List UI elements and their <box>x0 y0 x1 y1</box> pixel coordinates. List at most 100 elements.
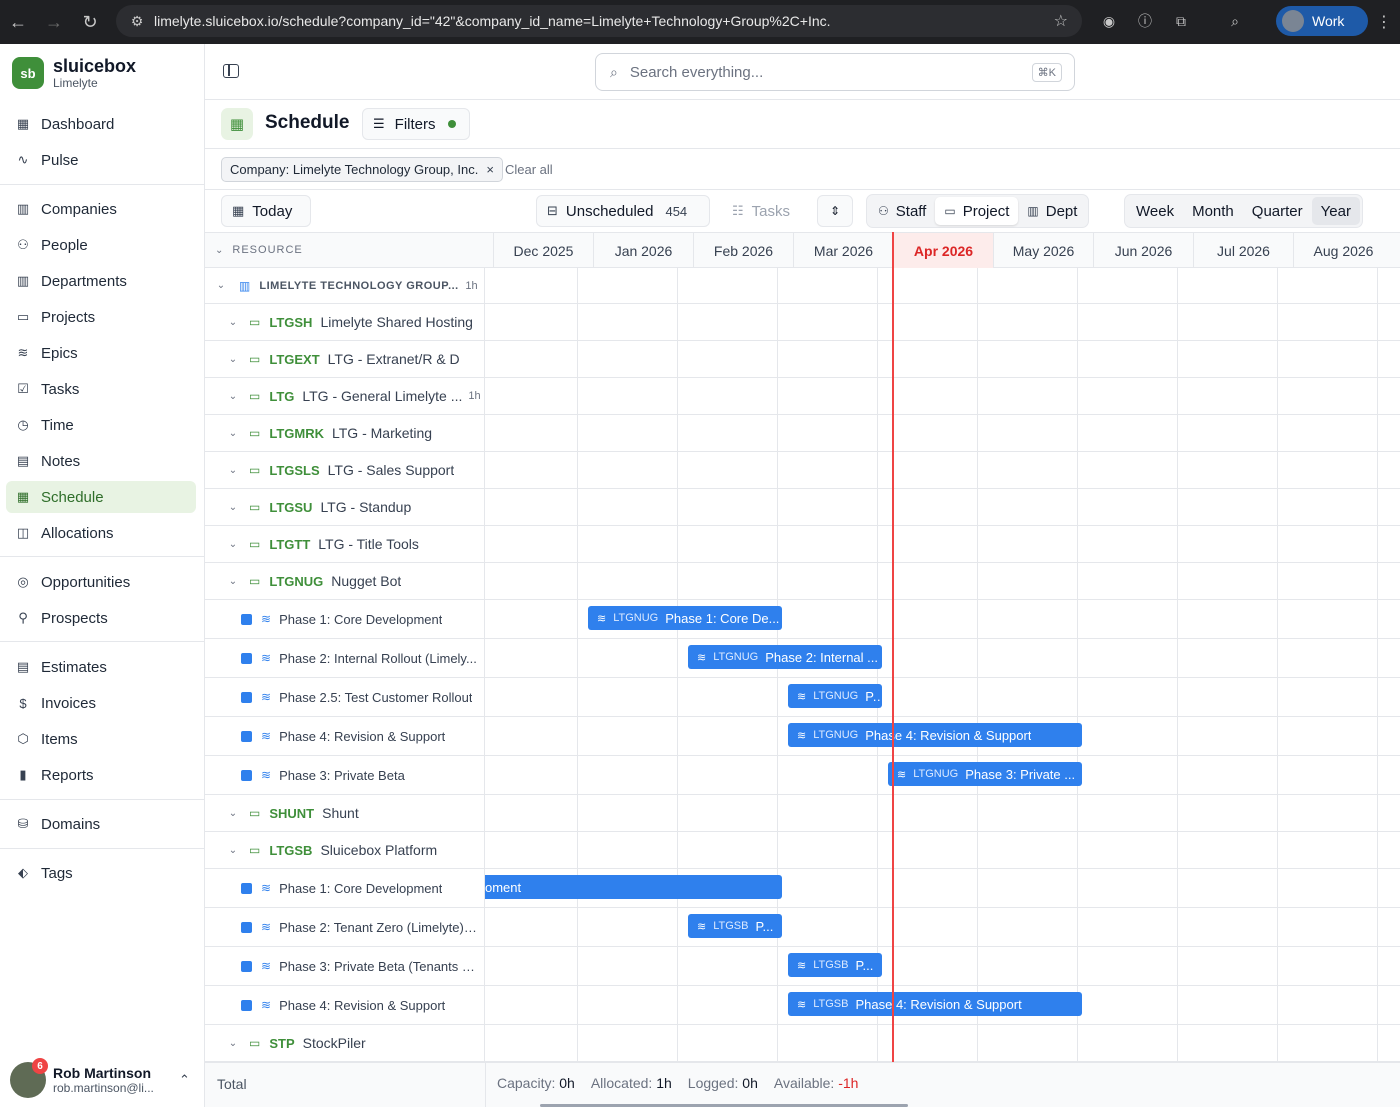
chevron-down-icon[interactable]: ⌄ <box>228 353 238 365</box>
chevron-down-icon[interactable]: ⌄ <box>228 1037 238 1049</box>
horizontal-scrollbar[interactable] <box>540 1104 908 1107</box>
remove-filter-icon[interactable]: × <box>486 162 494 177</box>
divider <box>0 799 204 800</box>
epic-row[interactable]: ≋Phase 2.5: Test Customer Rollout <box>205 678 1400 717</box>
sidebar-item-prospects[interactable]: ⚲Prospects <box>6 602 196 634</box>
epic-row[interactable]: ≋Phase 1: Core Development <box>205 869 1400 908</box>
profile-button[interactable]: Work <box>1276 6 1368 36</box>
epic-row[interactable]: ≋Phase 3: Private Beta (Tenants 2... <box>205 947 1400 986</box>
chevron-down-icon[interactable]: ⌄ <box>228 501 238 513</box>
sidebar-item-allocations[interactable]: ◫Allocations <box>6 517 196 549</box>
chevron-down-icon[interactable]: ⌄ <box>228 427 238 439</box>
sidebar-item-companies[interactable]: ▥Companies <box>6 193 196 225</box>
sidebar-item-projects[interactable]: ▭Projects <box>6 301 196 333</box>
chevron-down-icon[interactable]: ⌄ <box>228 538 238 550</box>
unscheduled-button[interactable]: ⊟ Unscheduled 454 <box>536 195 710 227</box>
password-manager-icon[interactable]: ⓘ <box>1138 13 1152 29</box>
bookmark-star-icon[interactable]: ☆ <box>1053 13 1068 30</box>
tab-search-icon[interactable]: ⌕ <box>1231 12 1239 29</box>
sidebar-item-time[interactable]: ◷Time <box>6 409 196 441</box>
chevron-down-icon[interactable]: ⌄ <box>228 390 238 402</box>
browser-menu-icon[interactable]: ⋮ <box>1376 14 1392 31</box>
chevron-down-icon[interactable]: ⌄ <box>228 575 238 587</box>
sidebar-item-departments[interactable]: ▥Departments <box>6 265 196 297</box>
site-settings-icon[interactable]: ⚙ <box>130 12 144 29</box>
camera-icon[interactable]: ◉ <box>1102 12 1116 29</box>
tasks-toggle[interactable]: ☷ Tasks <box>722 195 802 227</box>
sidebar-item-tasks[interactable]: ☑Tasks <box>6 373 196 405</box>
sidebar-item-notes[interactable]: ▤Notes <box>6 445 196 477</box>
layers-icon: ≋ <box>797 690 807 703</box>
epic-bar[interactable]: oment <box>485 875 782 899</box>
range-year[interactable]: Year <box>1311 197 1360 225</box>
extensions-icon[interactable]: ⧉ <box>1176 12 1186 29</box>
sidebar-item-reports[interactable]: ▮Reports <box>6 759 196 791</box>
reload-icon[interactable]: ↻ <box>82 11 98 32</box>
sidebar-item-tags[interactable]: ⬖Tags <box>6 857 196 889</box>
filters-button[interactable]: ☰ Filters <box>362 108 470 140</box>
epic-row[interactable]: ≋Phase 4: Revision & Support <box>205 986 1400 1025</box>
resource-header[interactable]: ⌄RESOURCE <box>215 244 303 256</box>
group-by-project[interactable]: ▭Project <box>935 197 1019 225</box>
sidebar-item-people[interactable]: ⚇People <box>6 229 196 261</box>
epic-row[interactable]: ≋Phase 2: Internal Rollout (Limely... <box>205 639 1400 678</box>
sidebar-toggle-icon[interactable] <box>223 64 239 78</box>
company-row[interactable]: ⌄▥LIMELYTE TECHNOLOGY GROUP, ...1h <box>205 268 1400 304</box>
epic-color-swatch <box>241 921 252 933</box>
range-month[interactable]: Month <box>1183 197 1243 225</box>
divider <box>0 184 204 185</box>
sidebar-item-pulse[interactable]: ∿Pulse <box>6 144 196 176</box>
chevron-down-icon[interactable]: ⌄ <box>228 807 238 819</box>
sidebar-item-schedule[interactable]: ▦Schedule <box>6 481 196 513</box>
sidebar-item-opportunities[interactable]: ◎Opportunities <box>6 566 196 598</box>
sidebar-item-invoices[interactable]: $Invoices <box>6 687 196 719</box>
clear-all-link[interactable]: Clear all <box>505 162 553 177</box>
epic-row[interactable]: ≋Phase 3: Private Beta <box>205 756 1400 795</box>
back-icon[interactable]: ← <box>9 11 27 32</box>
brand[interactable]: sb sluicebox Limelyte <box>12 56 136 90</box>
epic-row[interactable]: ≋Phase 1: Core Development <box>205 600 1400 639</box>
range-week[interactable]: Week <box>1127 197 1183 225</box>
chevron-down-icon[interactable]: ⌄ <box>228 464 238 476</box>
sidebar-item-domains[interactable]: ⛁Domains <box>6 808 196 840</box>
sidebar-item-estimates[interactable]: ▤Estimates <box>6 651 196 683</box>
sidebar-item-dashboard[interactable]: ▦Dashboard <box>6 108 196 140</box>
epic-row[interactable]: ≋Phase 4: Revision & Support <box>205 717 1400 756</box>
chevron-down-icon[interactable]: ⌄ <box>228 844 238 856</box>
filter-chip[interactable]: Company: Limelyte Technology Group, Inc.… <box>221 157 503 182</box>
range-quarter[interactable]: Quarter <box>1243 197 1312 225</box>
today-button[interactable]: ▦ Today <box>221 195 311 227</box>
search-input[interactable]: ⌕ Search everything... ⌘K <box>595 53 1075 91</box>
chevron-down-icon[interactable]: ⌄ <box>228 316 238 328</box>
expand-collapse-button[interactable]: ⇕ <box>817 195 853 227</box>
group-by-staff[interactable]: ⚇Staff <box>869 197 935 225</box>
user-menu[interactable]: 6 Rob Martinson rob.martinson@li... ⌃ <box>10 1058 200 1100</box>
sidebar-item-epics[interactable]: ≋Epics <box>6 337 196 369</box>
address-bar[interactable]: ⚙ limelyte.sluicebox.io/schedule?company… <box>116 5 1082 37</box>
group-by-dept[interactable]: ▥Dept <box>1018 197 1086 225</box>
forward-icon[interactable]: → <box>45 11 63 32</box>
sidebar-item-items[interactable]: ⬡Items <box>6 723 196 755</box>
epic-row[interactable]: ≋Phase 2: Tenant Zero (Limelyte) ... <box>205 908 1400 947</box>
chevron-down-icon[interactable]: ⌄ <box>216 280 226 291</box>
bar-code: LTGNUG <box>613 612 659 624</box>
